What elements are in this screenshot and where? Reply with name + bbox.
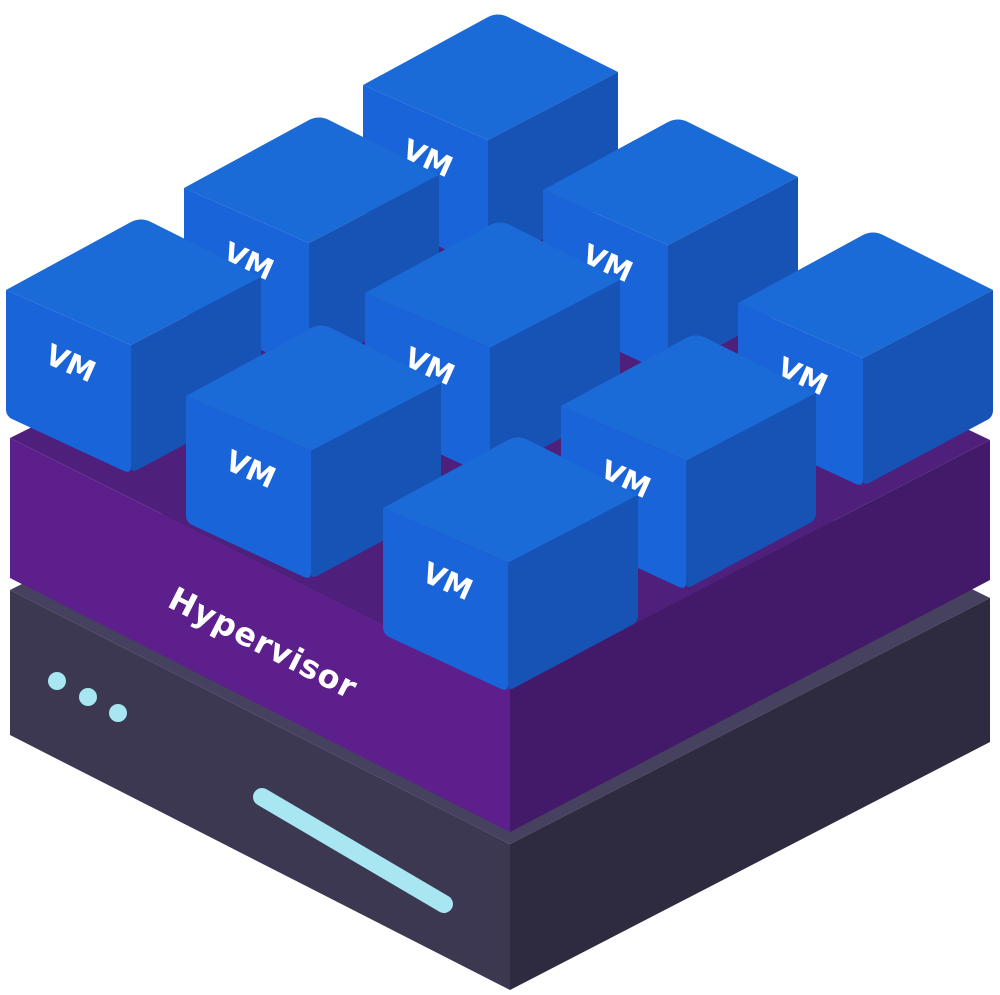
server-indicator-light	[48, 672, 66, 690]
vm-cube-side	[686, 393, 816, 587]
hypervisor-right-face	[510, 440, 990, 832]
vm-cube: VM	[186, 325, 441, 578]
vm-cube: VM	[383, 437, 638, 690]
vm-cube-top	[738, 232, 993, 358]
vm-cube-side	[311, 383, 441, 577]
vm-cube: VM	[6, 219, 261, 472]
server-indicator-light	[79, 688, 97, 706]
hypervisor-left-face	[10, 438, 510, 832]
vm-cube-top	[186, 325, 441, 451]
vm-cube-front	[186, 396, 311, 578]
vm-cube-side	[488, 72, 618, 266]
vm-cube-top	[365, 222, 620, 348]
vm-cube-side	[863, 290, 993, 484]
vm-cube-top	[561, 335, 816, 461]
vm-cube-top	[543, 119, 798, 245]
vm-cube-front	[383, 508, 508, 690]
vm-cube-top	[383, 437, 638, 563]
vm-cube-top	[184, 117, 439, 243]
vm-cube-side	[668, 177, 798, 371]
vm-cube-side	[508, 495, 638, 689]
server-right-face	[510, 598, 990, 990]
server-drive-slot	[253, 788, 453, 913]
vm-cube-front	[6, 290, 131, 472]
vm-cube-top	[6, 219, 261, 345]
server-indicator-light	[109, 704, 127, 722]
vm-cube-side	[490, 280, 620, 474]
vm-cube-side	[131, 277, 261, 471]
vm-cube-side	[309, 175, 439, 369]
vm-cube-top	[363, 14, 618, 140]
